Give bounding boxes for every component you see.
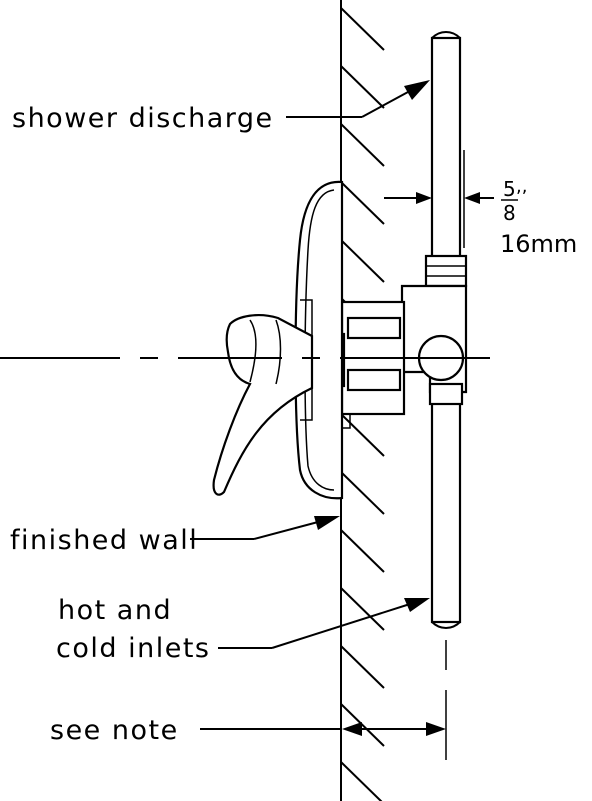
lever-handle xyxy=(212,314,314,496)
dimension-fraction-denominator: 8 xyxy=(503,201,516,225)
hatch-line xyxy=(340,529,385,573)
lower-fitting xyxy=(428,382,464,406)
pipe-diameter-dimension: 5 ,, 8 16mm xyxy=(384,150,577,258)
hatch-line xyxy=(340,413,385,457)
dimension-fraction-marks: ,, xyxy=(516,176,527,197)
label-hot-and: hot and xyxy=(58,595,172,626)
hatch-line xyxy=(340,703,385,747)
hatch-line xyxy=(340,239,385,283)
hatch-line xyxy=(340,761,383,801)
lower-pipe xyxy=(430,396,462,624)
hatch-line xyxy=(340,471,385,515)
see-note-dimension xyxy=(342,690,447,760)
hatch-line xyxy=(340,645,385,689)
hatch-line xyxy=(340,123,385,167)
leader-lines xyxy=(190,80,430,730)
hatch-line xyxy=(340,65,385,109)
label-see-note: see note xyxy=(50,715,179,746)
label-shower-discharge: shower discharge xyxy=(12,103,274,134)
label-finished-wall: finished wall xyxy=(10,525,198,556)
wall-hatching xyxy=(340,7,385,801)
pipe xyxy=(430,31,462,670)
compression-nut xyxy=(424,254,468,288)
hatch-line xyxy=(340,587,385,631)
upper-pipe xyxy=(430,36,462,262)
label-cold-inlets: cold inlets xyxy=(56,633,210,664)
dimension-metric: 16mm xyxy=(500,230,577,258)
dimension-fraction-numerator: 5 xyxy=(503,177,516,201)
hatch-line xyxy=(340,181,385,225)
hatch-line xyxy=(340,7,385,51)
